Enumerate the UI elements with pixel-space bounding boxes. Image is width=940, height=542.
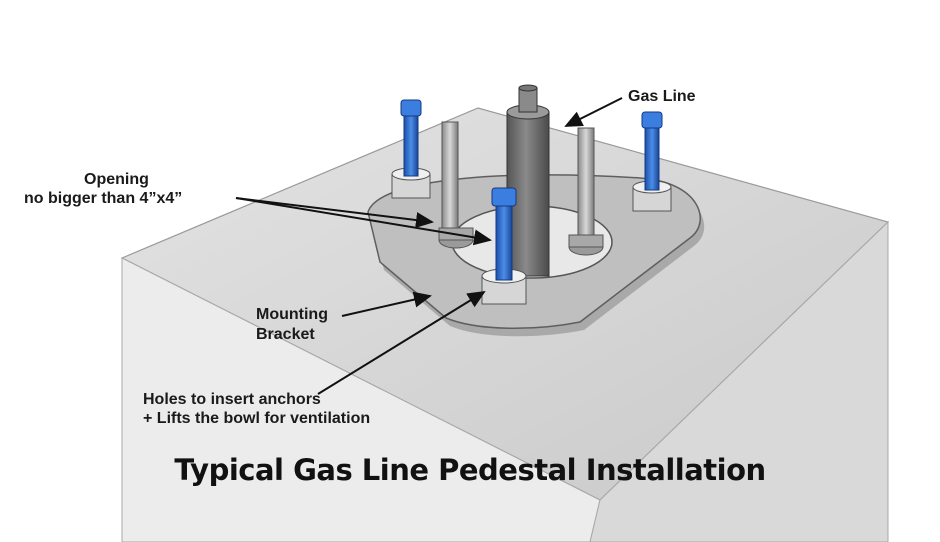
gas-line-arrow: [564, 97, 623, 127]
pedestal-left-face: [121, 257, 601, 542]
holes-arrow: [317, 290, 486, 395]
blue-bolt-left: [400, 99, 422, 177]
mounting-label-line1: Mounting: [256, 306, 328, 323]
gas-line-pipe: [506, 84, 550, 277]
callout-lines: [235, 97, 623, 395]
diagram-caption: Typical Gas Line Pedestal Installation: [174, 453, 766, 487]
gas-line-label: Gas Line: [628, 88, 696, 105]
blue-bolt-front: [491, 187, 517, 281]
blue-bolt-right: [641, 111, 663, 191]
mounting-label-line2: Bracket: [256, 326, 315, 343]
holes-label-line2: + Lifts the bowl for ventilation: [143, 410, 371, 427]
opening-arrow-right: [235, 197, 492, 246]
anchor-stud-right: [568, 127, 604, 256]
pedestal-right-face: [589, 220, 889, 542]
opening-arrow-left: [235, 197, 434, 228]
opening-label-sub: no bigger than 4”x4”: [24, 190, 183, 207]
holes-label-line1: Holes to insert anchors: [143, 391, 321, 408]
opening-label-title: Opening: [84, 171, 149, 188]
mounting-arrow: [341, 291, 432, 317]
